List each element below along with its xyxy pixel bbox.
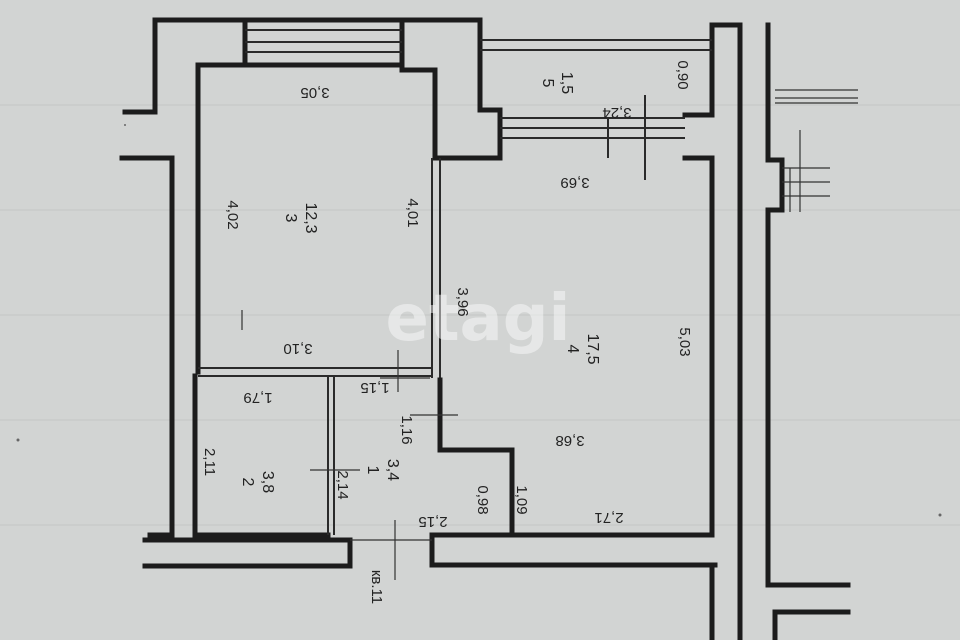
dim-corridor-notch-b: 1,09 [513, 485, 530, 514]
room-5-number: 5 [539, 79, 556, 88]
walls [119, 17, 851, 640]
dim-room4-left: 3,96 [454, 287, 471, 316]
dim-corridor-side: 1,16 [398, 415, 415, 444]
dim-room4-top: 3,69 [560, 174, 589, 191]
watermark: etagi [386, 282, 571, 356]
window-rails [245, 29, 858, 212]
entrance-label: кв.11 [368, 570, 385, 604]
dim-room2-side: 2,11 [201, 448, 218, 476]
room-3-area: 12,3 [302, 202, 319, 233]
dim-room3-top: 3,05 [300, 84, 329, 101]
room-4-area: 17,5 [584, 333, 601, 364]
room-4-number: 4 [564, 345, 581, 354]
room-5-area: 1,5 [558, 72, 575, 94]
dim-room3-left: 4,02 [224, 200, 241, 229]
room-labels: 3 12,3 4 17,5 5 1,5 2 3,8 1 3,4 [239, 72, 601, 493]
dim-room3-bottom: 3,10 [283, 340, 312, 357]
dimension-labels: 3,05 4,02 4,01 3,10 3,69 3,96 5,03 3,68 … [201, 60, 693, 604]
dim-corridor-notch-a: 0,98 [474, 485, 491, 514]
dim-room4-bottom: 2,71 [594, 509, 623, 526]
room-1-number: 1 [364, 466, 381, 475]
dim-room2-top: 1,79 [243, 389, 272, 406]
room-2-number: 2 [239, 478, 256, 487]
dim-balcony-depth: 0,90 [674, 60, 691, 89]
room-3-number: 3 [282, 214, 299, 223]
dim-balcony-width: 3,24 [602, 104, 631, 121]
dim-room3-right: 4,01 [404, 198, 421, 227]
paper-marks [16, 124, 942, 517]
dim-corridor-left: 2,14 [334, 470, 351, 499]
room-2-area: 3,8 [259, 471, 276, 493]
dim-corridor-bottom: 2,15 [418, 513, 447, 530]
room-1-area: 3,4 [384, 459, 401, 481]
dim-corridor-top: 1,15 [360, 379, 389, 396]
dimension-ticks [241, 310, 458, 580]
dim-room4-right: 5,03 [676, 327, 693, 356]
dim-room4-mid: 3,68 [555, 432, 584, 449]
